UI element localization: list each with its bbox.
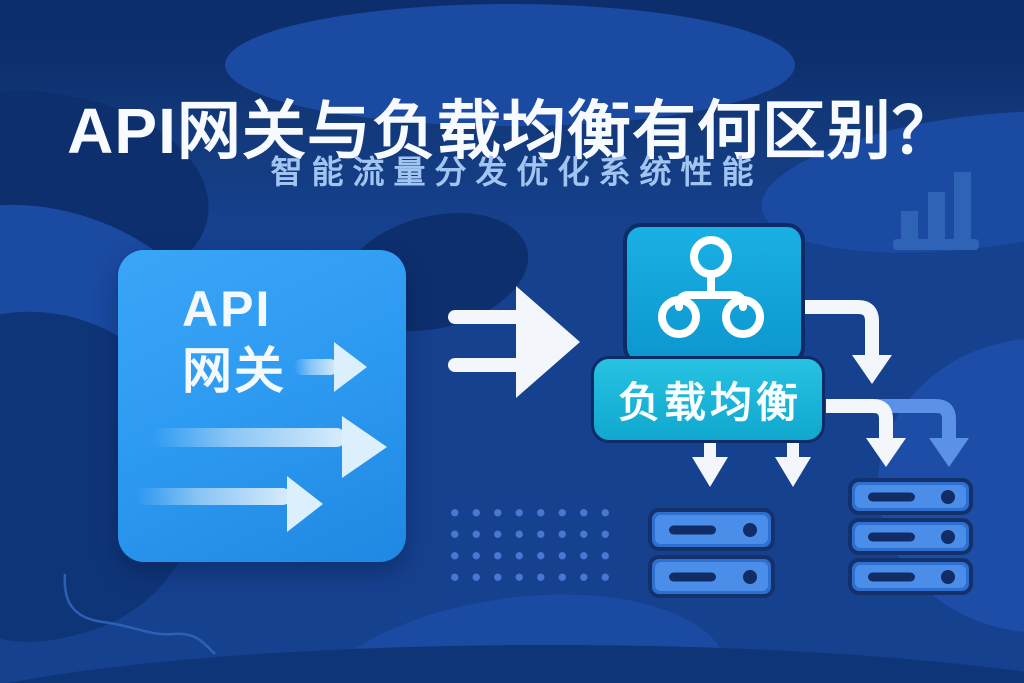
- arrowhead: [929, 438, 969, 467]
- topology-leaf-node: [722, 296, 764, 338]
- load-balancer-label-box: 负载均衡: [591, 356, 825, 443]
- arrow-tail: [448, 310, 528, 324]
- arrow-tail: [448, 358, 528, 372]
- api-gateway-label: API 网关: [182, 278, 286, 402]
- server-chassis: [655, 515, 768, 544]
- page-title: API网关与负载均衡有何区别？: [67, 94, 957, 167]
- page-subtitle: 智能流量分发优化系统性能: [270, 154, 763, 190]
- branch-arrow-blue: [826, 399, 969, 467]
- server-led: [941, 529, 955, 544]
- arrowhead: [287, 476, 323, 532]
- bar-chart-baseline: [893, 239, 979, 250]
- decorative-squiggle-line: [63, 573, 216, 655]
- server-slot: [668, 572, 716, 581]
- arrowhead: [852, 355, 892, 384]
- server-icon: [648, 508, 775, 551]
- server-cluster-left: [648, 508, 775, 602]
- arrowhead: [775, 457, 811, 487]
- api-gateway-label-line1: API: [182, 281, 272, 337]
- bar-chart-bar: [901, 211, 918, 239]
- flow-arrow-icon: [448, 286, 580, 398]
- arrowhead: [516, 286, 580, 398]
- server-led: [941, 489, 955, 504]
- load-balancer-node-box: [623, 223, 805, 365]
- server-icon: [848, 478, 973, 515]
- arrowhead: [334, 342, 367, 392]
- arrow-tail: [152, 428, 346, 447]
- down-arrow-right: [775, 436, 811, 487]
- server-chassis: [855, 485, 966, 508]
- server-led: [743, 522, 757, 537]
- arrowhead: [342, 416, 387, 478]
- load-balancer-label: 负载均衡: [617, 379, 802, 426]
- arrowhead: [692, 457, 728, 487]
- server-chassis: [855, 565, 966, 588]
- bar-chart-bar: [954, 172, 971, 239]
- server-led: [743, 569, 757, 584]
- server-led: [941, 569, 955, 584]
- topology-root-node: [690, 236, 732, 278]
- server-slot: [868, 492, 915, 501]
- server-icon: [648, 555, 775, 598]
- arrow-tail: [136, 488, 291, 505]
- server-slot: [668, 525, 716, 534]
- down-arrow-left: [692, 436, 728, 487]
- server-icon: [848, 518, 973, 555]
- api-gateway-box: API 网关: [118, 250, 406, 562]
- topology-leaf-node: [658, 296, 700, 338]
- arrowhead: [866, 438, 906, 467]
- network-topology-icon: [658, 236, 764, 338]
- bar-chart-bar: [928, 192, 945, 239]
- bar-chart-icon: [893, 172, 979, 250]
- branch-arrow-top-white: [803, 300, 892, 384]
- server-slot: [868, 532, 915, 541]
- server-slot: [868, 572, 915, 581]
- server-chassis: [655, 562, 768, 591]
- server-chassis: [855, 525, 966, 548]
- server-icon: [848, 558, 973, 595]
- branch-arrow-mid-white: [826, 399, 906, 467]
- arrow-tail: [294, 359, 338, 375]
- background-wave: [225, 4, 795, 126]
- server-cluster-right: [848, 478, 973, 598]
- api-gateway-label-line2: 网关: [182, 343, 286, 399]
- dot-grid-pattern: [442, 500, 612, 586]
